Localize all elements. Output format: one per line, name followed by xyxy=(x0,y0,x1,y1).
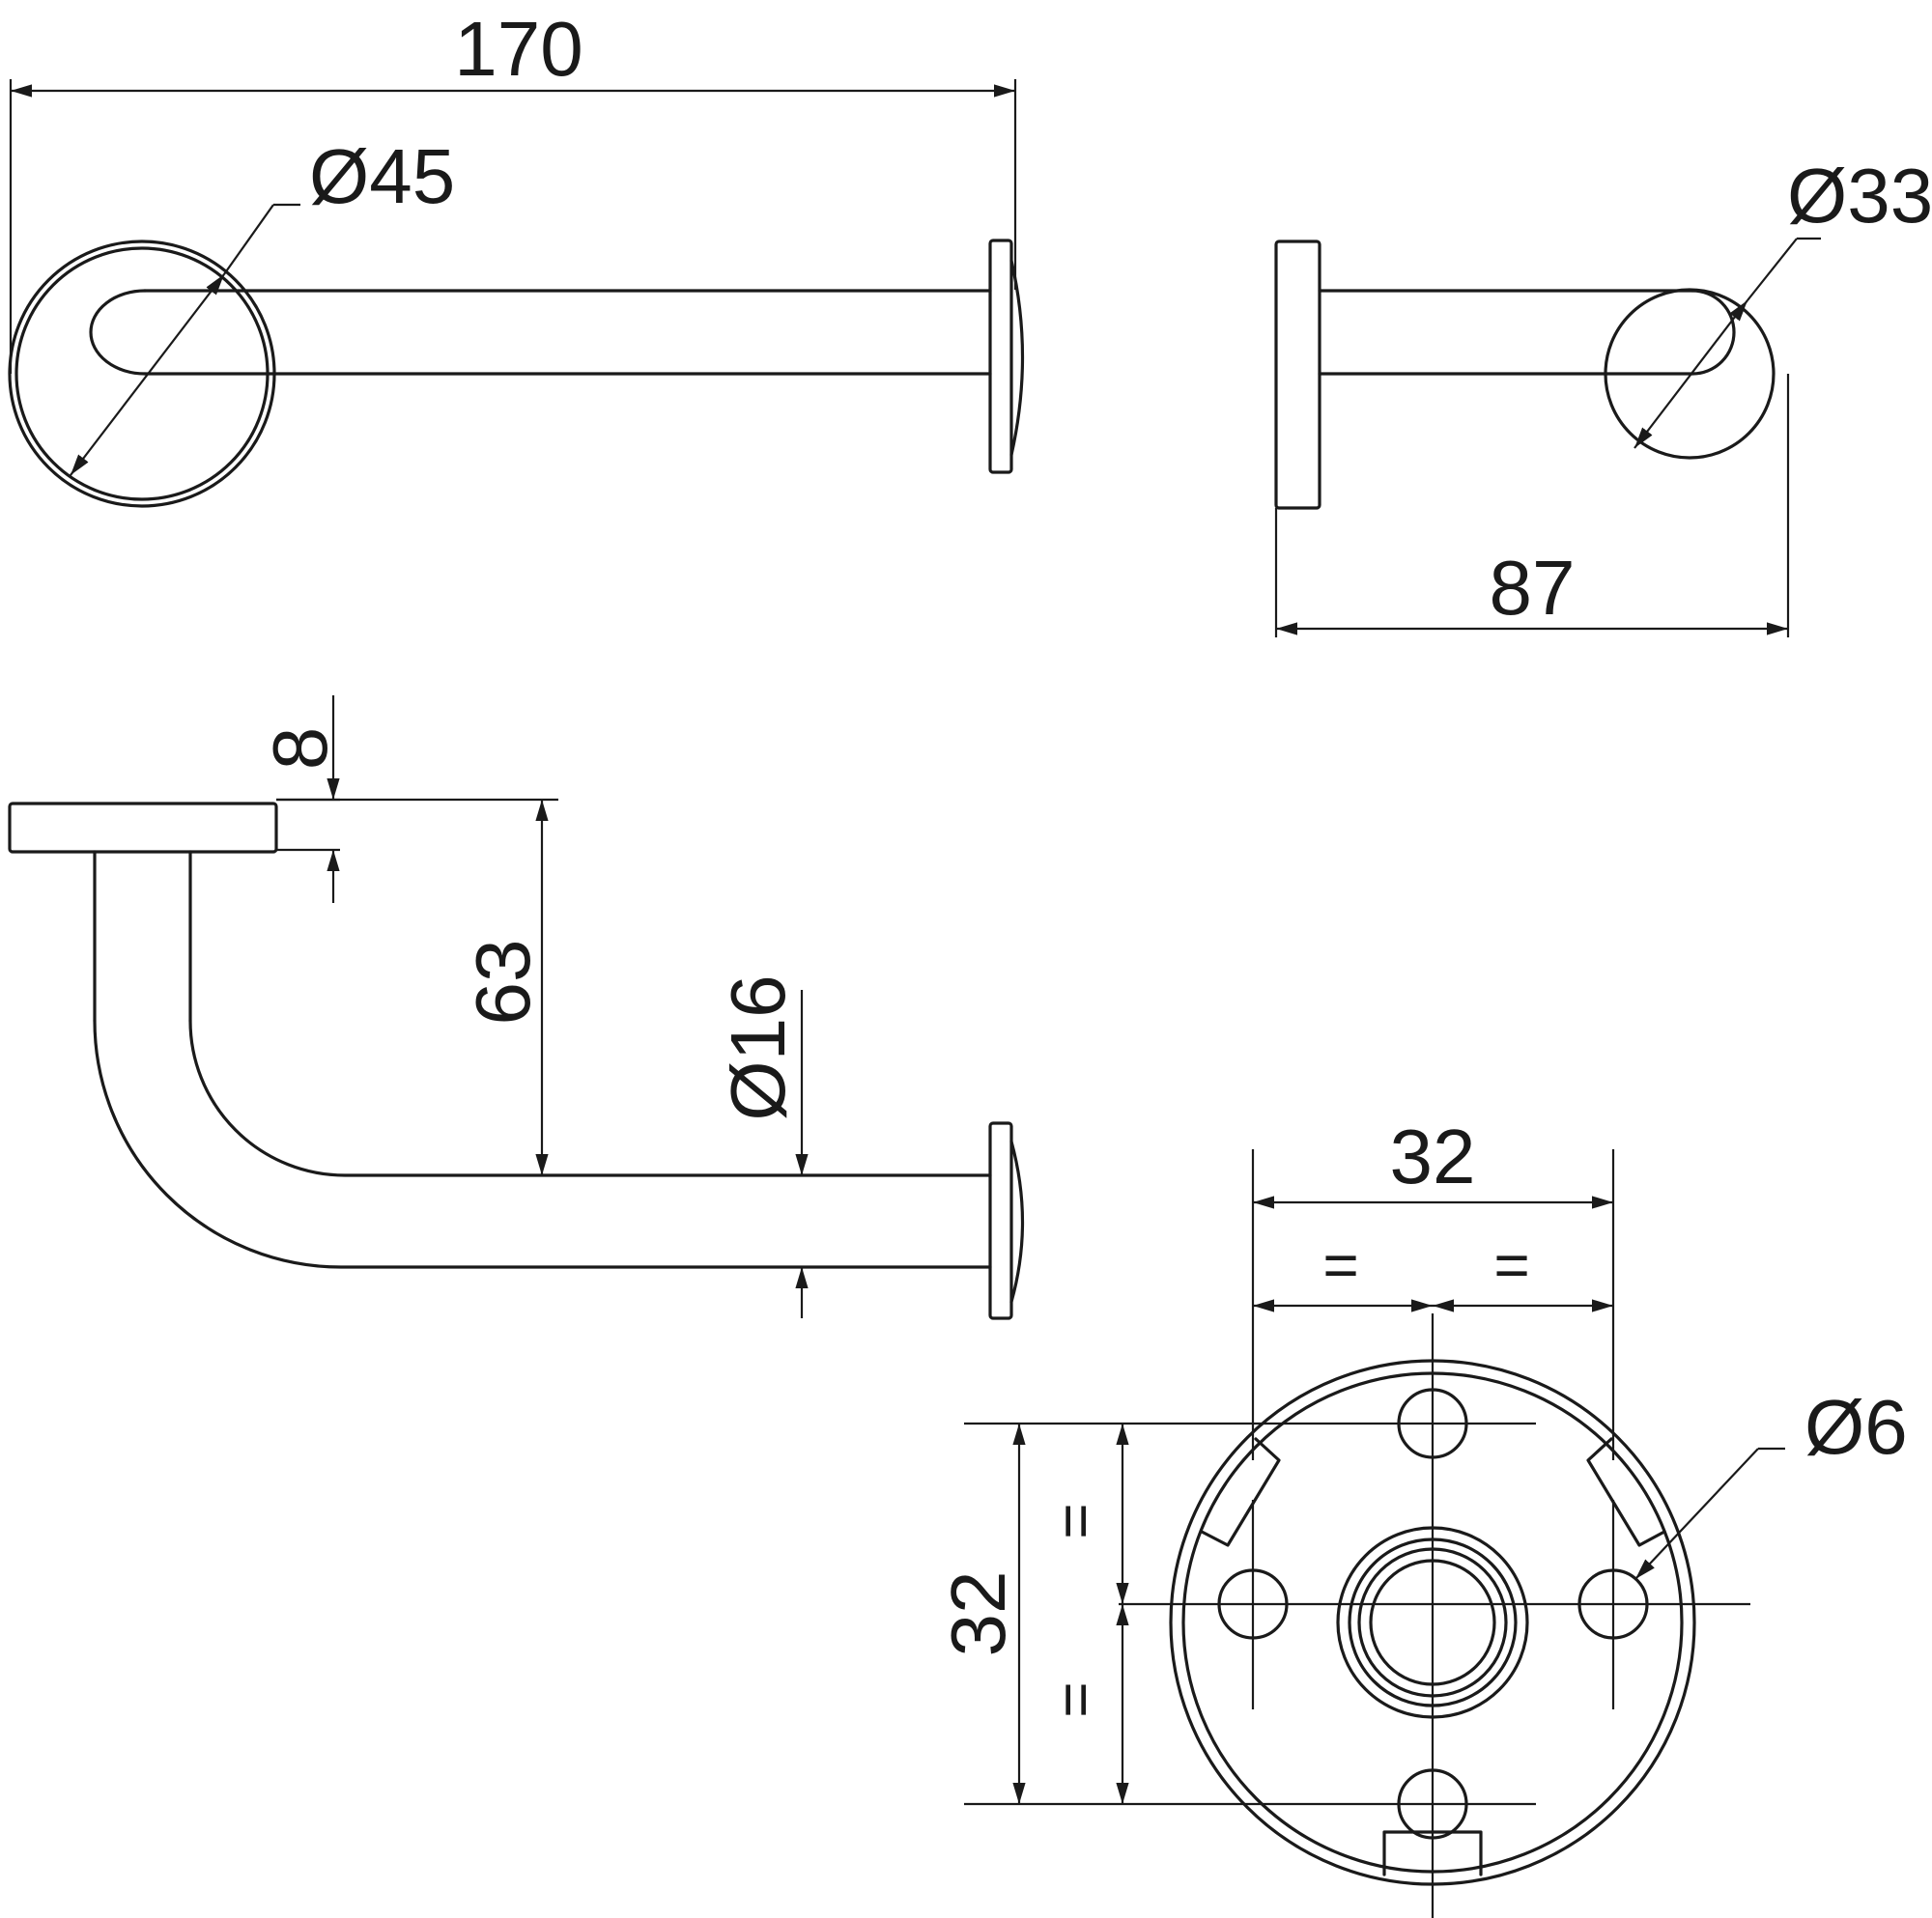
equal-mark-right: = xyxy=(1493,1230,1529,1300)
base-view: 32 = = 32 = = Ø6 xyxy=(935,1114,1908,1918)
dim-end-diameter: Ø33 xyxy=(1787,153,1932,239)
dim-flange-thickness: 8 xyxy=(257,727,343,771)
dim-hole-spacing-vertical: 32 xyxy=(935,1571,1021,1657)
dim-drop-height: 63 xyxy=(460,940,546,1026)
dim-projection: 87 xyxy=(1490,545,1576,631)
equal-mark-lower: = xyxy=(1040,1681,1110,1717)
top-right-view: 87 Ø33 xyxy=(1274,153,1932,637)
dim-overall-length: 170 xyxy=(454,6,582,92)
top-left-view: 170 Ø45 xyxy=(8,6,1025,508)
dim-rose-diameter: Ø45 xyxy=(309,133,455,219)
dim-hole-diameter: Ø6 xyxy=(1804,1384,1908,1470)
dim-tube-diameter: Ø16 xyxy=(715,974,801,1120)
dim-hole-spacing-horizontal: 32 xyxy=(1390,1114,1476,1199)
equal-mark-left: = xyxy=(1322,1230,1358,1300)
side-view: 8 63 Ø16 xyxy=(8,695,1025,1320)
equal-mark-upper: = xyxy=(1040,1503,1110,1538)
